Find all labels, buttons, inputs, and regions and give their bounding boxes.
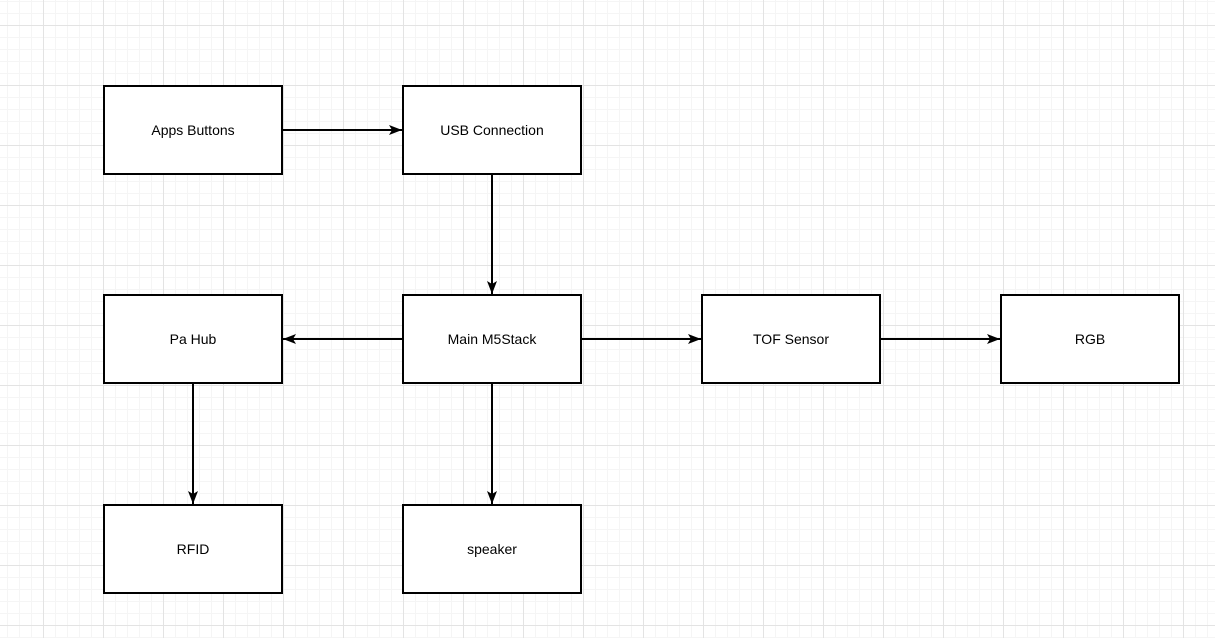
node-tof-sensor[interactable]: TOF Sensor [701, 294, 881, 384]
node-label-tof-sensor: TOF Sensor [753, 330, 829, 347]
node-rgb[interactable]: RGB [1000, 294, 1180, 384]
node-label-rgb: RGB [1074, 330, 1106, 347]
node-main-m5stack[interactable]: Main M5Stack [402, 294, 582, 384]
node-pa-hub[interactable]: Pa Hub [103, 294, 283, 384]
node-label-rfid: RFID [176, 540, 210, 557]
node-label-pa-hub: Pa Hub [169, 330, 217, 347]
node-label-main-m5stack: Main M5Stack [447, 330, 537, 347]
node-rfid[interactable]: RFID [103, 504, 283, 594]
node-usb-connection[interactable]: USB Connection [402, 85, 582, 175]
node-speaker[interactable]: speaker [402, 504, 582, 594]
node-label-usb-connection: USB Connection [440, 121, 544, 138]
node-label-speaker: speaker [467, 540, 517, 557]
node-apps-buttons[interactable]: Apps Buttons [103, 85, 283, 175]
node-label-apps-buttons: Apps Buttons [151, 121, 235, 138]
